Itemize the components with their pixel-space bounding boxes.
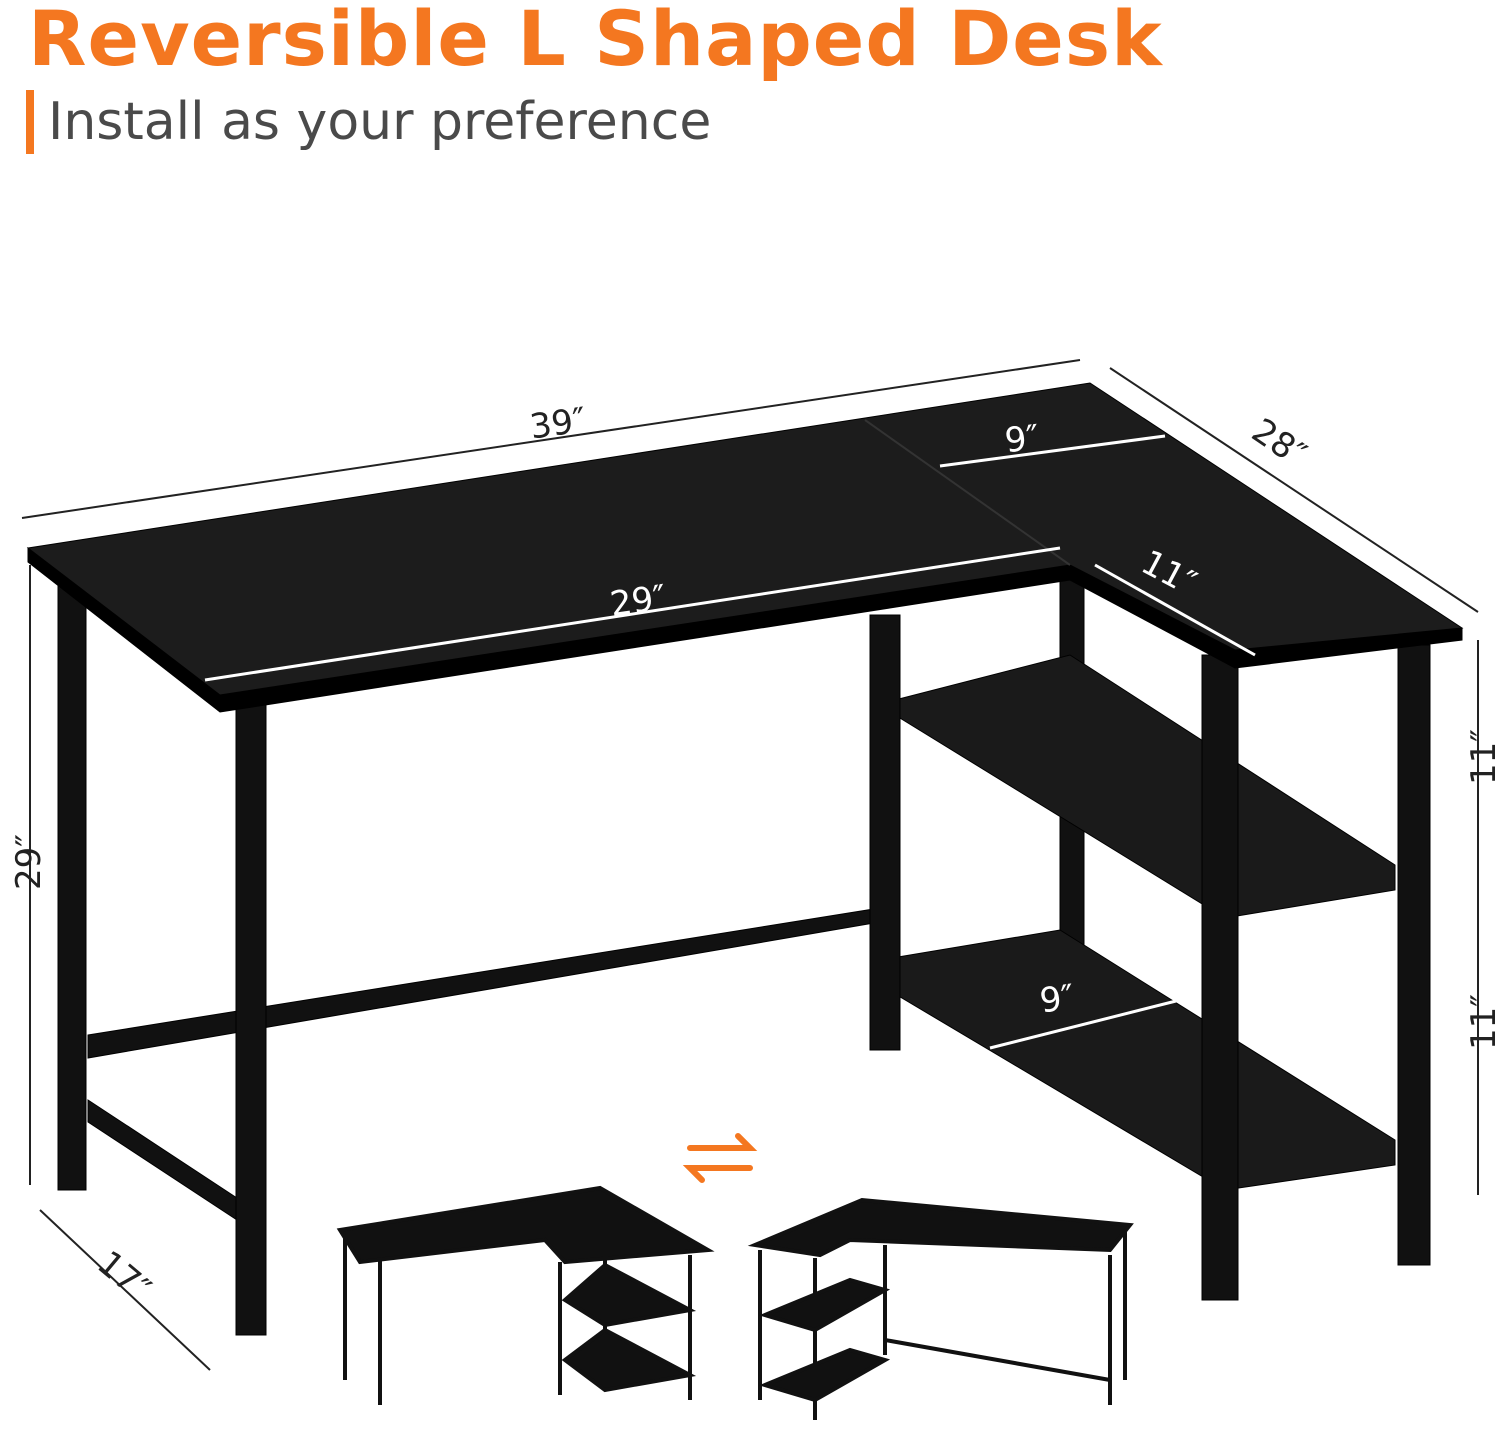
dim-total-width: 39″	[527, 400, 588, 447]
dim-return-top: 9″	[1003, 417, 1042, 461]
leg-back-left	[57, 559, 87, 1191]
thumbnail-right-config	[747, 1197, 1134, 1420]
thumbnail-left-config	[336, 1185, 715, 1405]
page-title: Reversible L Shaped Desk	[28, 0, 1163, 83]
shelf-lower	[879, 929, 1396, 1191]
dim-shelf-lower: 11″	[1464, 994, 1500, 1050]
shelf-upper	[894, 654, 1396, 919]
dim-main-width: 29″	[608, 578, 669, 625]
dim-main-depth: 17″	[89, 1243, 158, 1310]
leg-middle	[869, 614, 901, 1051]
crossbar-back	[87, 907, 881, 1059]
leg-back-right	[1397, 644, 1431, 1266]
leg-front-right	[1201, 654, 1239, 1301]
dim-shelf-depth: 9″	[1037, 977, 1077, 1021]
swap-arrows-icon	[682, 1133, 758, 1183]
crossbar-side	[87, 1099, 241, 1223]
dimension-lines	[21, 359, 1479, 1371]
leg-front-left	[235, 699, 267, 1336]
dim-shelf-upper: 11″	[1464, 729, 1500, 785]
desk-top	[26, 382, 1464, 696]
dim-height: 29″	[9, 834, 49, 890]
accent-bar	[26, 90, 34, 154]
main-desk	[26, 382, 1464, 1336]
subtitle: Install as your preference	[48, 92, 712, 152]
dim-total-depth: 28″	[1245, 411, 1314, 475]
dimension-lines-white	[204, 434, 1256, 1050]
